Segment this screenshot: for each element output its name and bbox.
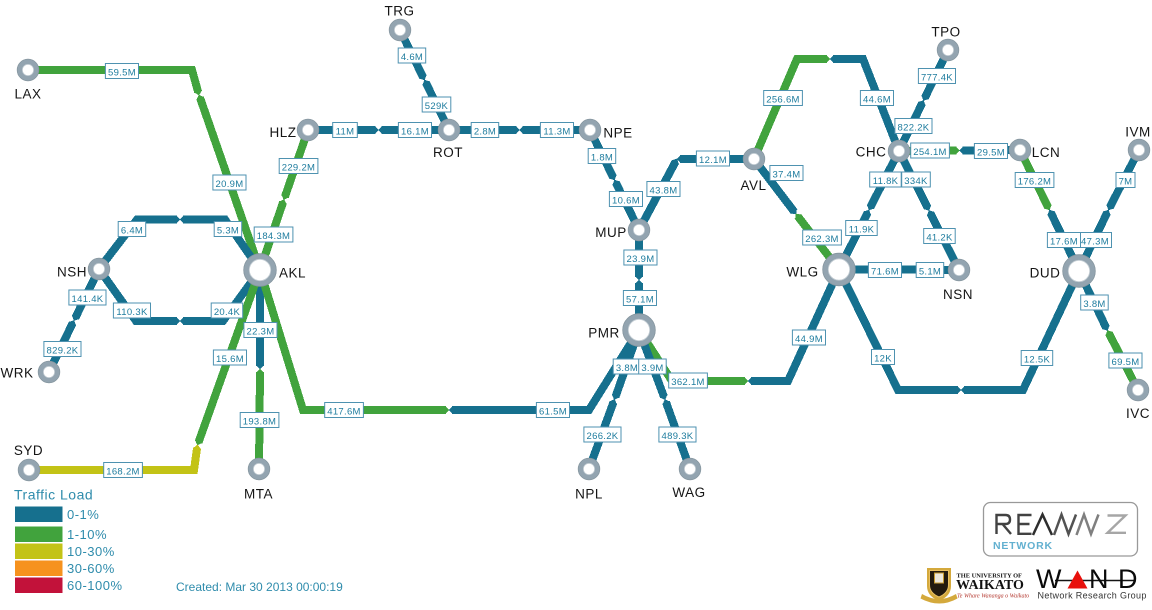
- svg-text:777.4K: 777.4K: [921, 73, 953, 84]
- svg-text:529K: 529K: [425, 101, 449, 112]
- svg-text:489.3K: 489.3K: [662, 431, 694, 442]
- svg-text:3.9M: 3.9M: [641, 363, 663, 374]
- svg-text:61.5M: 61.5M: [539, 407, 567, 418]
- svg-text:60-100%: 60-100%: [67, 578, 123, 593]
- svg-text:43.8M: 43.8M: [650, 186, 678, 197]
- svg-text:829.2K: 829.2K: [47, 346, 79, 357]
- svg-text:44.6M: 44.6M: [863, 95, 891, 106]
- svg-text:WAIKATO: WAIKATO: [956, 578, 1024, 593]
- svg-text:44.9M: 44.9M: [795, 334, 823, 345]
- svg-text:THE UNIVERSITY OF: THE UNIVERSITY OF: [957, 573, 1023, 580]
- svg-text:LCN: LCN: [1032, 145, 1061, 160]
- svg-text:AKL: AKL: [279, 266, 306, 281]
- svg-text:WAG: WAG: [672, 485, 705, 500]
- svg-text:47.3M: 47.3M: [1081, 237, 1109, 248]
- svg-text:20.9M: 20.9M: [216, 179, 244, 190]
- svg-text:266.2K: 266.2K: [587, 431, 619, 442]
- svg-text:IVC: IVC: [1126, 406, 1150, 421]
- svg-text:TRG: TRG: [385, 4, 415, 19]
- svg-text:256.6M: 256.6M: [766, 95, 800, 106]
- svg-text:16.1M: 16.1M: [401, 127, 429, 138]
- svg-text:822.2K: 822.2K: [898, 123, 930, 134]
- svg-text:0-1%: 0-1%: [67, 507, 99, 522]
- svg-text:4.6M: 4.6M: [401, 52, 423, 63]
- svg-text:11.3M: 11.3M: [543, 127, 570, 138]
- svg-text:254.1M: 254.1M: [913, 147, 947, 158]
- svg-text:Created: Mar 30 2013 00:00:19: Created: Mar 30 2013 00:00:19: [176, 580, 343, 594]
- svg-text:12.5K: 12.5K: [1024, 355, 1051, 366]
- svg-text:11.8K: 11.8K: [873, 176, 899, 187]
- svg-text:PMR: PMR: [588, 326, 620, 341]
- svg-text:3.8M: 3.8M: [616, 363, 638, 374]
- svg-text:5.1M: 5.1M: [919, 267, 941, 278]
- svg-text:N: N: [1089, 564, 1109, 594]
- svg-text:Traffic Load: Traffic Load: [14, 487, 93, 503]
- svg-text:362.1M: 362.1M: [671, 377, 705, 388]
- svg-text:69.5M: 69.5M: [1112, 357, 1140, 368]
- svg-text:1-10%: 1-10%: [67, 527, 107, 542]
- svg-text:29.5M: 29.5M: [977, 148, 1005, 159]
- svg-text:12.1M: 12.1M: [699, 155, 727, 166]
- svg-text:3.8M: 3.8M: [1083, 299, 1105, 310]
- svg-text:TPO: TPO: [931, 25, 960, 40]
- svg-text:1.8M: 1.8M: [591, 153, 613, 164]
- svg-text:MTA: MTA: [244, 487, 273, 502]
- svg-text:5.3M: 5.3M: [217, 226, 239, 237]
- svg-text:6.4M: 6.4M: [121, 226, 143, 237]
- svg-text:23.9M: 23.9M: [627, 254, 655, 265]
- svg-text:NPE: NPE: [603, 126, 632, 141]
- svg-text:Te Whare Wananga o Waikato: Te Whare Wananga o Waikato: [957, 594, 1029, 600]
- svg-text:D: D: [1118, 564, 1138, 594]
- svg-text:CHC: CHC: [856, 145, 887, 160]
- svg-text:59.5M: 59.5M: [108, 68, 136, 79]
- svg-text:17.6M: 17.6M: [1050, 237, 1078, 248]
- svg-text:41.2K: 41.2K: [926, 233, 953, 244]
- svg-text:10-30%: 10-30%: [67, 544, 115, 559]
- svg-text:MUP: MUP: [595, 225, 627, 240]
- svg-text:ROT: ROT: [433, 145, 463, 160]
- svg-text:110.3K: 110.3K: [116, 307, 148, 318]
- svg-text:LAX: LAX: [14, 87, 41, 102]
- svg-text:229.2M: 229.2M: [282, 163, 316, 174]
- svg-text:NSH: NSH: [57, 265, 87, 280]
- svg-text:71.6M: 71.6M: [871, 267, 899, 278]
- svg-text:11.9K: 11.9K: [849, 225, 875, 236]
- svg-text:184.3M: 184.3M: [257, 231, 291, 242]
- svg-text:WLG: WLG: [786, 265, 818, 280]
- svg-text:AVL: AVL: [740, 178, 766, 193]
- svg-text:37.4M: 37.4M: [773, 170, 801, 181]
- svg-text:12K: 12K: [874, 354, 892, 365]
- svg-text:262.3M: 262.3M: [805, 234, 839, 245]
- svg-text:SYD: SYD: [14, 443, 43, 458]
- svg-text:IVM: IVM: [1125, 125, 1151, 140]
- svg-text:334K: 334K: [904, 176, 928, 187]
- svg-text:417.6M: 417.6M: [327, 407, 361, 418]
- svg-text:168.2M: 168.2M: [106, 467, 140, 478]
- svg-text:30-60%: 30-60%: [67, 561, 115, 576]
- svg-text:NPL: NPL: [575, 487, 603, 502]
- svg-text:NSN: NSN: [943, 287, 973, 302]
- svg-text:WRK: WRK: [1, 366, 34, 381]
- svg-text:DUD: DUD: [1030, 266, 1061, 281]
- svg-text:W: W: [1036, 564, 1062, 594]
- svg-text:10.6M: 10.6M: [612, 196, 640, 207]
- svg-text:HLZ: HLZ: [269, 125, 296, 140]
- svg-text:57.1M: 57.1M: [626, 295, 654, 306]
- svg-text:7M: 7M: [1119, 177, 1133, 188]
- svg-text:2.8M: 2.8M: [474, 127, 496, 138]
- svg-text:22.3M: 22.3M: [247, 327, 275, 338]
- svg-text:11M: 11M: [336, 127, 355, 138]
- svg-text:Network Research Group: Network Research Group: [1038, 591, 1147, 601]
- svg-text:20.4K: 20.4K: [214, 307, 241, 318]
- svg-text:193.8M: 193.8M: [243, 417, 277, 428]
- svg-text:141.4K: 141.4K: [72, 294, 104, 305]
- svg-text:176.2M: 176.2M: [1018, 177, 1052, 188]
- svg-text:15.6M: 15.6M: [216, 354, 244, 365]
- svg-text:NETWORK: NETWORK: [993, 540, 1053, 552]
